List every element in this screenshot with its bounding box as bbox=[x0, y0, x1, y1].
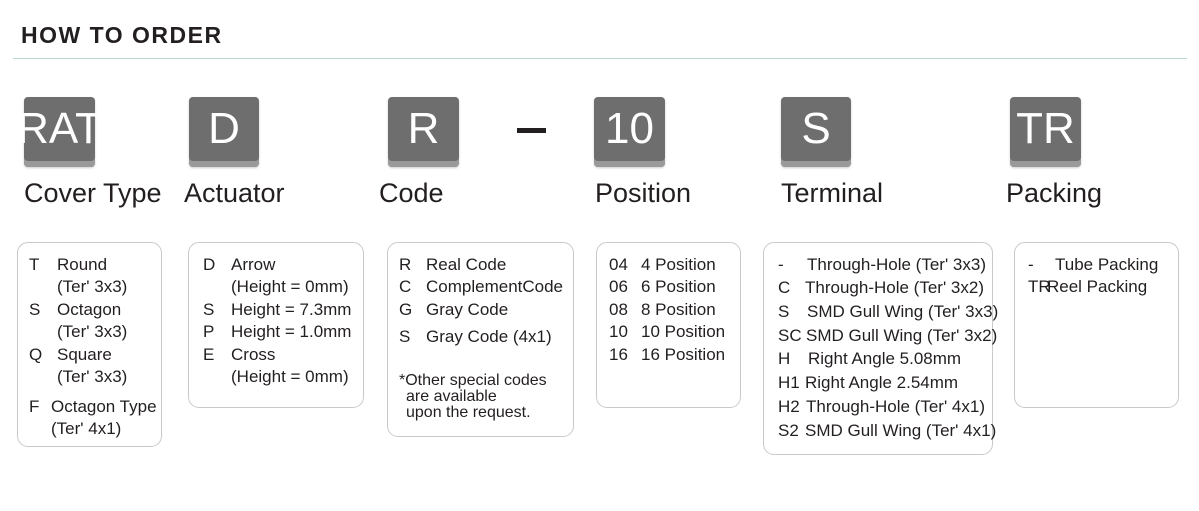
label-cover-type: Cover Type bbox=[24, 178, 162, 208]
label-terminal: Terminal bbox=[781, 178, 884, 208]
special-codes-note: *Other special codes bbox=[399, 372, 547, 389]
code-box-position: 10 bbox=[594, 97, 665, 167]
code-box-terminal: S bbox=[781, 97, 851, 167]
label-position: Position bbox=[595, 178, 692, 208]
code-box-code: R bbox=[388, 97, 459, 167]
separator-dash bbox=[517, 128, 546, 133]
label-actuator: Actuator bbox=[184, 178, 285, 208]
page-title: HOW TO ORDER bbox=[21, 22, 223, 48]
special-codes-note: upon the request. bbox=[406, 404, 531, 421]
label-code: Code bbox=[379, 178, 444, 208]
code-box-cover-type: RAT bbox=[17, 97, 102, 167]
code-box-actuator: D bbox=[189, 97, 259, 167]
code-box-packing: TR bbox=[1010, 97, 1081, 167]
title-divider bbox=[13, 58, 1187, 59]
label-packing: Packing bbox=[1006, 178, 1103, 208]
special-codes-note: are available bbox=[406, 388, 497, 405]
